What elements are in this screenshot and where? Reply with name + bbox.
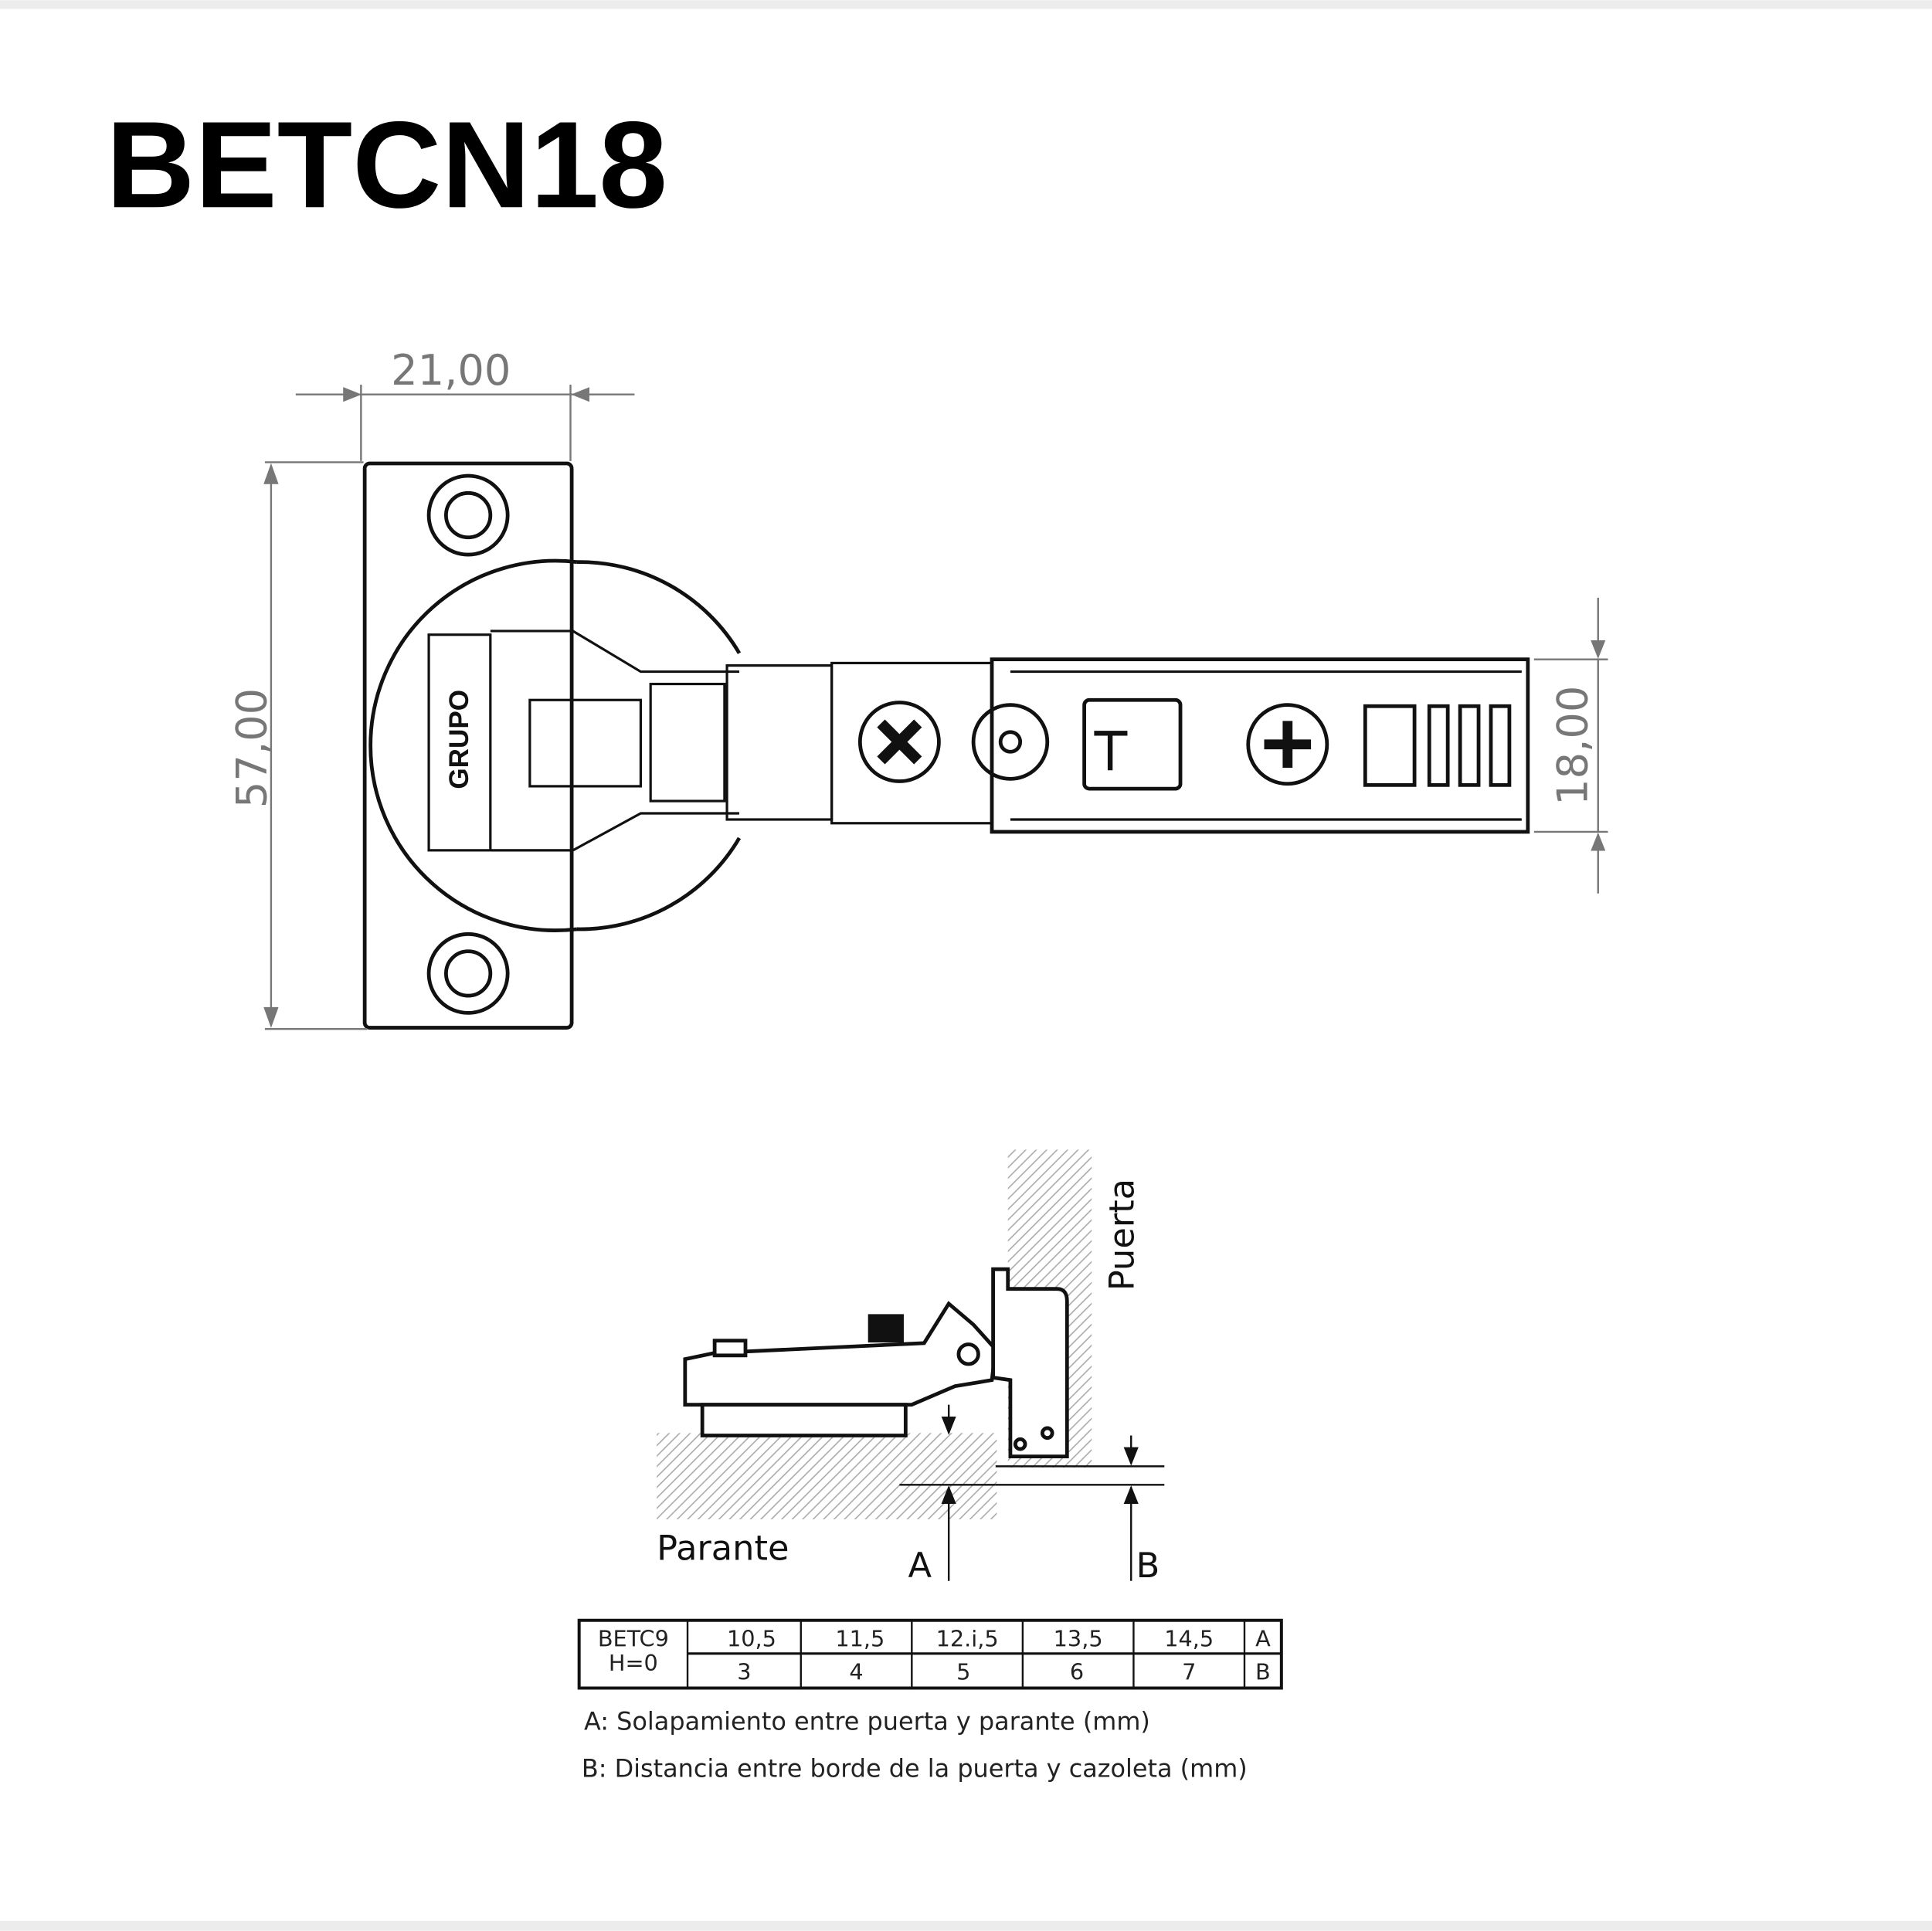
fixing-screw [857, 701, 941, 783]
depth-cam [1082, 697, 1183, 791]
table-h-value: H=0 [609, 1650, 658, 1676]
hinge-side-view [683, 1267, 1069, 1459]
hinge-top-view [362, 461, 1530, 1030]
table-cell: 3 [737, 1658, 751, 1685]
legend-a: A: Solapamiento entre puerta y parante (… [584, 1707, 1150, 1736]
arm-width-dimension: 18,00 [1548, 686, 1597, 806]
table-row-key: A [1255, 1625, 1271, 1651]
screw-hole-top [426, 473, 510, 557]
table-cell: 14,5 [1164, 1625, 1214, 1651]
b-label: B [1136, 1546, 1160, 1586]
table-row-b: 3 4 5 6 7 B [737, 1658, 1270, 1685]
legend-b: B: Distancia entre borde de la puerta y … [582, 1753, 1248, 1783]
mounting-plate [362, 461, 574, 1030]
width-dimension: 21,00 [391, 346, 511, 395]
bottom-band [0, 1920, 1932, 1931]
logo: GRUPO [444, 690, 474, 789]
frame-label: Parante [657, 1529, 789, 1569]
table-cell: 7 [1182, 1658, 1196, 1685]
door-label: Puerta [1102, 1179, 1142, 1291]
table-row-key: B [1255, 1658, 1271, 1685]
table-cell: 13,5 [1054, 1625, 1103, 1651]
table-cell: 11,5 [835, 1625, 885, 1651]
top-band [0, 0, 1932, 9]
cup-outline [368, 558, 577, 932]
hinge-arm [990, 657, 1530, 834]
cover-screw [1246, 703, 1329, 786]
table-row-a: 10,5 11,5 12.i,5 13,5 14,5 A [727, 1625, 1271, 1651]
overlap-table [577, 1618, 1283, 1690]
table-cell: 10,5 [727, 1625, 776, 1651]
a-label: A [908, 1546, 932, 1586]
table-cell: 6 [1070, 1658, 1084, 1685]
height-dimension: 57,00 [228, 688, 277, 808]
frame-section [657, 1433, 997, 1519]
table-model: BETC9 [598, 1625, 669, 1651]
adjust-screw [971, 703, 1050, 781]
side-dimension-lines [899, 1404, 1165, 1581]
table-cell: 12.i,5 [936, 1625, 999, 1651]
screw-hole-bottom [426, 932, 510, 1015]
table-cell: 4 [849, 1658, 863, 1685]
cup-pin [528, 698, 643, 788]
page-title: BETCN18 [106, 96, 667, 233]
table-cell: 5 [956, 1658, 970, 1685]
dimension-lines [263, 384, 1608, 1030]
